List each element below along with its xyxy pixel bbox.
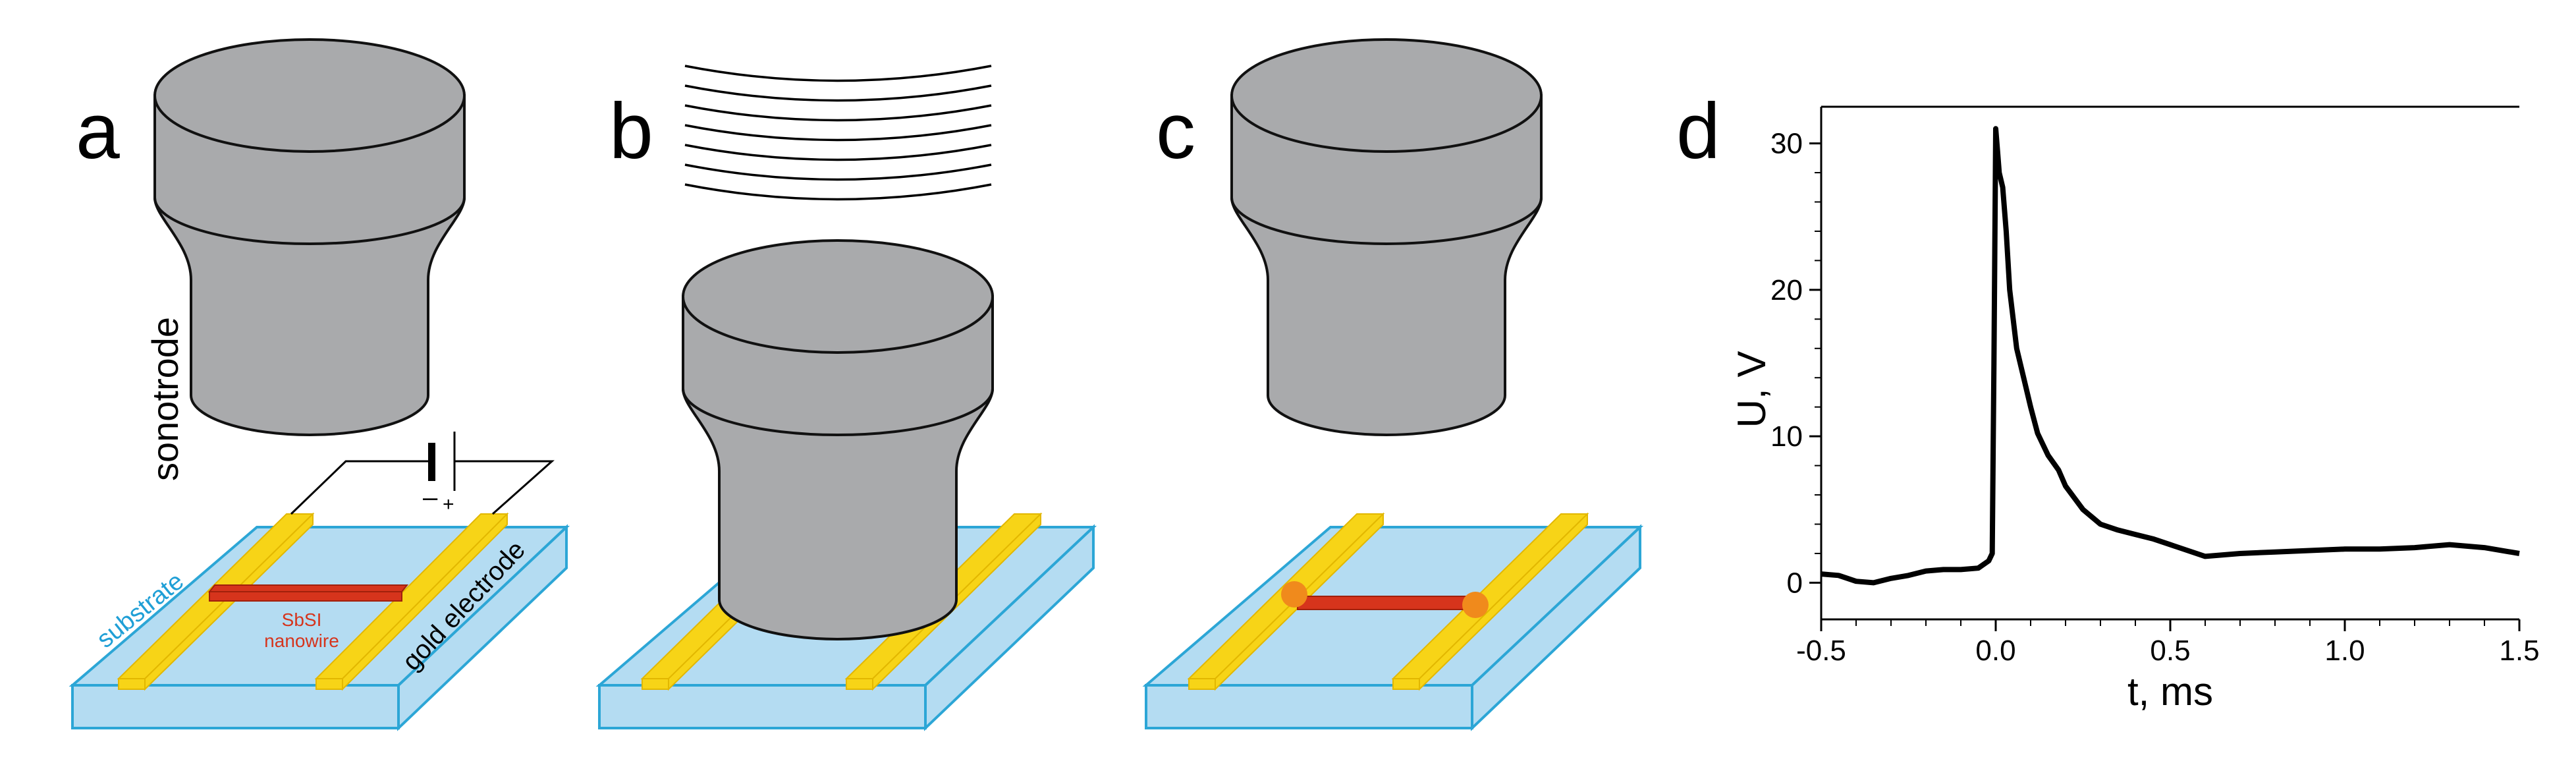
sonotrode-a <box>153 38 466 436</box>
nanowire-label-line1: SbSI <box>282 609 322 630</box>
sonotrode-b <box>682 239 994 640</box>
y-tick-label: 30 <box>1770 128 1803 160</box>
nanowire-a <box>207 584 409 602</box>
battery-plus-label: + <box>443 494 454 515</box>
y-axis-label: U, V <box>1730 351 1774 428</box>
weld-contact-right <box>1462 592 1489 618</box>
nanowire-c <box>1297 596 1469 610</box>
battery-icon <box>428 432 456 491</box>
sonotrode-c <box>1230 38 1543 436</box>
y-tick-label: 10 <box>1770 420 1803 453</box>
substrate-c <box>1142 524 1644 731</box>
weld-contact-left <box>1281 581 1307 608</box>
panel-letter-c: c <box>1156 87 1195 175</box>
nanowire-label-line2: nanowire <box>264 631 339 651</box>
ultrasound-waves-icon <box>684 65 992 201</box>
panel-a: a – + <box>69 38 570 731</box>
x-tick-label: -0.5 <box>1796 635 1846 667</box>
panel-c: c <box>1142 38 1644 731</box>
electrode-right-c <box>1391 512 1589 691</box>
substrate-side <box>397 524 568 731</box>
x-tick-label: 0.0 <box>1975 635 2015 667</box>
x-tick-label: 1.0 <box>2324 635 2365 667</box>
y-tick-label: 0 <box>1787 567 1803 599</box>
sonotrode-label: sonotrode <box>144 317 186 481</box>
panel-letter-d: d <box>1676 87 1720 175</box>
x-tick-label: 0.5 <box>2150 635 2190 667</box>
circuit-wire-left <box>290 460 431 515</box>
panel-b: b <box>595 65 1097 731</box>
electrode-right-a <box>314 512 509 691</box>
x-tick-label: 1.5 <box>2499 635 2539 667</box>
panel-d: d -0.5 0.0 0.5 1.0 1.5 0 10 20 30 t, ms U, V <box>1676 87 2540 714</box>
panel-letter-b: b <box>609 87 653 175</box>
substrate-front <box>71 684 400 729</box>
y-tick-label: 20 <box>1770 274 1803 306</box>
panel-letter-a: a <box>76 87 120 175</box>
circuit-wire-right <box>454 460 555 515</box>
voltage-series-line <box>1821 126 2520 586</box>
chart-d: -0.5 0.0 0.5 1.0 1.5 0 10 20 30 t, ms U, V <box>1730 105 2540 714</box>
x-axis-label: t, ms <box>2127 669 2213 714</box>
battery-minus-label: – <box>423 483 438 512</box>
